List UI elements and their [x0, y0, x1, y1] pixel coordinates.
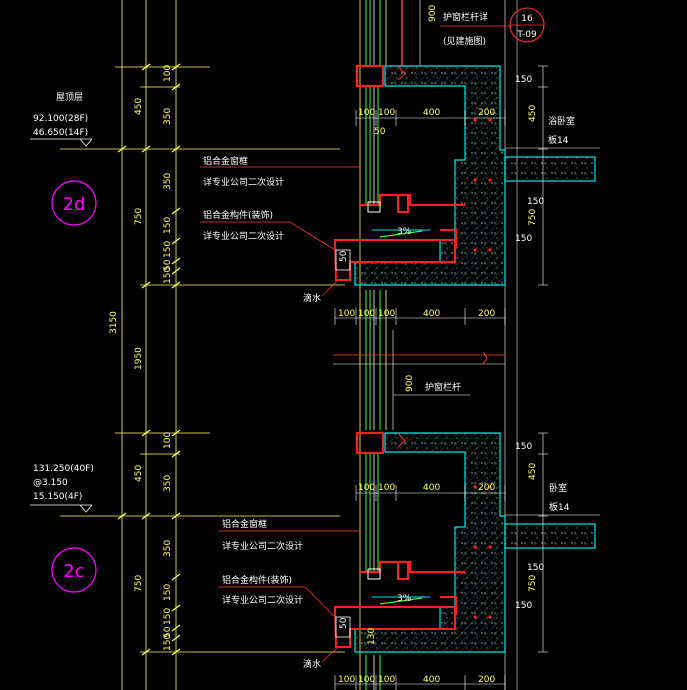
dim-top-2: 100	[378, 483, 395, 493]
dim-upper-350a: 350	[163, 108, 173, 125]
slope-text: 3%	[397, 227, 412, 237]
dim-upper-150c: 150	[163, 267, 173, 284]
dim-bot-5: 200	[478, 309, 495, 319]
label-sill-note: 详专业公司二次设计	[203, 176, 284, 188]
right-dim-150c: 150	[527, 563, 544, 573]
right-dim-450: 450	[528, 105, 538, 122]
label-trim: 铝合金构件(装饰)	[203, 209, 273, 221]
dim-total: 3150	[109, 311, 119, 334]
level-block-upper: 屋顶层 92.100(28F) 46.650(14F)	[30, 92, 93, 147]
level-title: 屋顶层	[56, 92, 83, 103]
dim-lower-350b: 350	[163, 540, 173, 557]
section-lower: 3% 50 130 100 100 400 200	[218, 431, 600, 690]
dim-top-3: 400	[423, 108, 440, 118]
slab-thickness: 板14	[548, 134, 569, 146]
svg-text:2c: 2c	[63, 561, 84, 582]
detail-sheet: T-09	[516, 30, 537, 40]
label-trim-note: 详专业公司二次设计	[222, 594, 303, 606]
label-trim-note: 详专业公司二次设计	[203, 230, 284, 242]
right-dim-150c: 150	[527, 197, 544, 207]
dim-lower-100: 100	[163, 432, 173, 449]
level-line-2: @3.150	[33, 478, 68, 488]
drip-130: 130	[367, 628, 377, 645]
railing-dim: 900	[405, 375, 415, 392]
level-line-1: 92.100(28F)	[33, 114, 88, 124]
dim-top-1: 100	[358, 108, 375, 118]
dim-bot-1: 100	[338, 675, 355, 685]
dim-top-3: 400	[423, 483, 440, 493]
callout-note: (见建施图)	[443, 35, 486, 47]
dim-upper-50: 50	[163, 259, 173, 271]
level-line-1: 131.250(40F)	[33, 464, 94, 474]
dim-lower-750: 750	[134, 575, 144, 592]
dim-top-4: 200	[478, 108, 495, 118]
top-callout: 900 护窗栏杆详 (见建施图) 16 T-09	[401, 0, 545, 66]
callout-label: 护窗栏杆详	[443, 11, 488, 23]
right-dim-150: 150	[515, 75, 532, 85]
callout-dim: 900	[428, 5, 438, 22]
right-dim-750: 750	[528, 209, 538, 226]
right-dim-150: 150	[515, 442, 532, 452]
slab-room: 浴卧室	[548, 115, 575, 127]
dim-lower-150b: 150	[163, 608, 173, 625]
label-drip: 滴水	[303, 292, 321, 304]
level-line-3: 15.150(4F)	[33, 492, 82, 502]
label-trim: 铝合金构件(装饰)	[222, 574, 292, 586]
dim-bot-4: 400	[423, 309, 440, 319]
label-drip: 滴水	[303, 658, 321, 670]
detail-number: 16	[521, 14, 533, 24]
label-sill: 铝合金窗框	[222, 518, 267, 530]
dim-lower-350a: 350	[163, 475, 173, 492]
dim-upper-750: 750	[134, 208, 144, 225]
right-dim-450: 450	[528, 463, 538, 480]
svg-text:2d: 2d	[63, 194, 86, 215]
dim-lower-150c: 150	[163, 634, 173, 651]
dim-lower-50: 50	[163, 626, 173, 638]
dim-upper-150a: 150	[163, 217, 173, 234]
dim-bot-4: 400	[423, 675, 440, 685]
label-sill: 铝合金窗框	[203, 155, 248, 167]
section-upper: 3% 50 100 100 400 200 50	[200, 64, 600, 325]
dim-lower-450: 450	[134, 465, 144, 482]
slab-thickness: 板14	[549, 501, 570, 513]
level-line-2: 46.650(14F)	[33, 128, 88, 138]
right-dim-750: 750	[528, 575, 538, 592]
level-block-lower: 131.250(40F) @3.150 15.150(4F)	[30, 464, 94, 513]
dim-upper-100: 100	[163, 65, 173, 82]
dim-bot-5: 200	[478, 675, 495, 685]
dim-upper-350b: 350	[163, 173, 173, 190]
label-sill-note: 详专业公司二次设计	[222, 540, 303, 552]
dim-lower-150a: 150	[163, 584, 173, 601]
dim-top-1: 100	[358, 483, 375, 493]
grid-marker-2c: 2c	[51, 547, 97, 593]
slab-room: 卧室	[549, 482, 567, 494]
dim-top-2: 100	[378, 108, 395, 118]
dim-bot-2: 100	[358, 675, 375, 685]
left-dimension-texts: 3150 1950 450 750 100 350 350 150 150 50…	[109, 65, 173, 651]
dim-upper-150b: 150	[163, 241, 173, 258]
right-dim-150b: 150	[515, 601, 532, 611]
dim-bot-2: 100	[358, 309, 375, 319]
right-dim-150b: 150	[515, 234, 532, 244]
drip-50: 50	[339, 617, 349, 629]
dim-bot-3: 100	[378, 675, 395, 685]
drip-50: 50	[339, 250, 349, 262]
dim-middle: 1950	[134, 347, 144, 370]
slope-text: 3%	[397, 594, 412, 604]
dim-upper-450: 450	[134, 98, 144, 115]
dim-small-50: 50	[374, 127, 386, 137]
dim-bot-1: 100	[338, 309, 355, 319]
dim-bot-3: 100	[378, 309, 395, 319]
left-dimension-lines	[60, 0, 345, 690]
railing-middle: 900 护窗栏杆	[392, 330, 488, 430]
railing-label: 护窗栏杆	[425, 381, 461, 393]
grid-marker-2d: 2d	[51, 180, 97, 226]
dim-top-4: 200	[478, 483, 495, 493]
